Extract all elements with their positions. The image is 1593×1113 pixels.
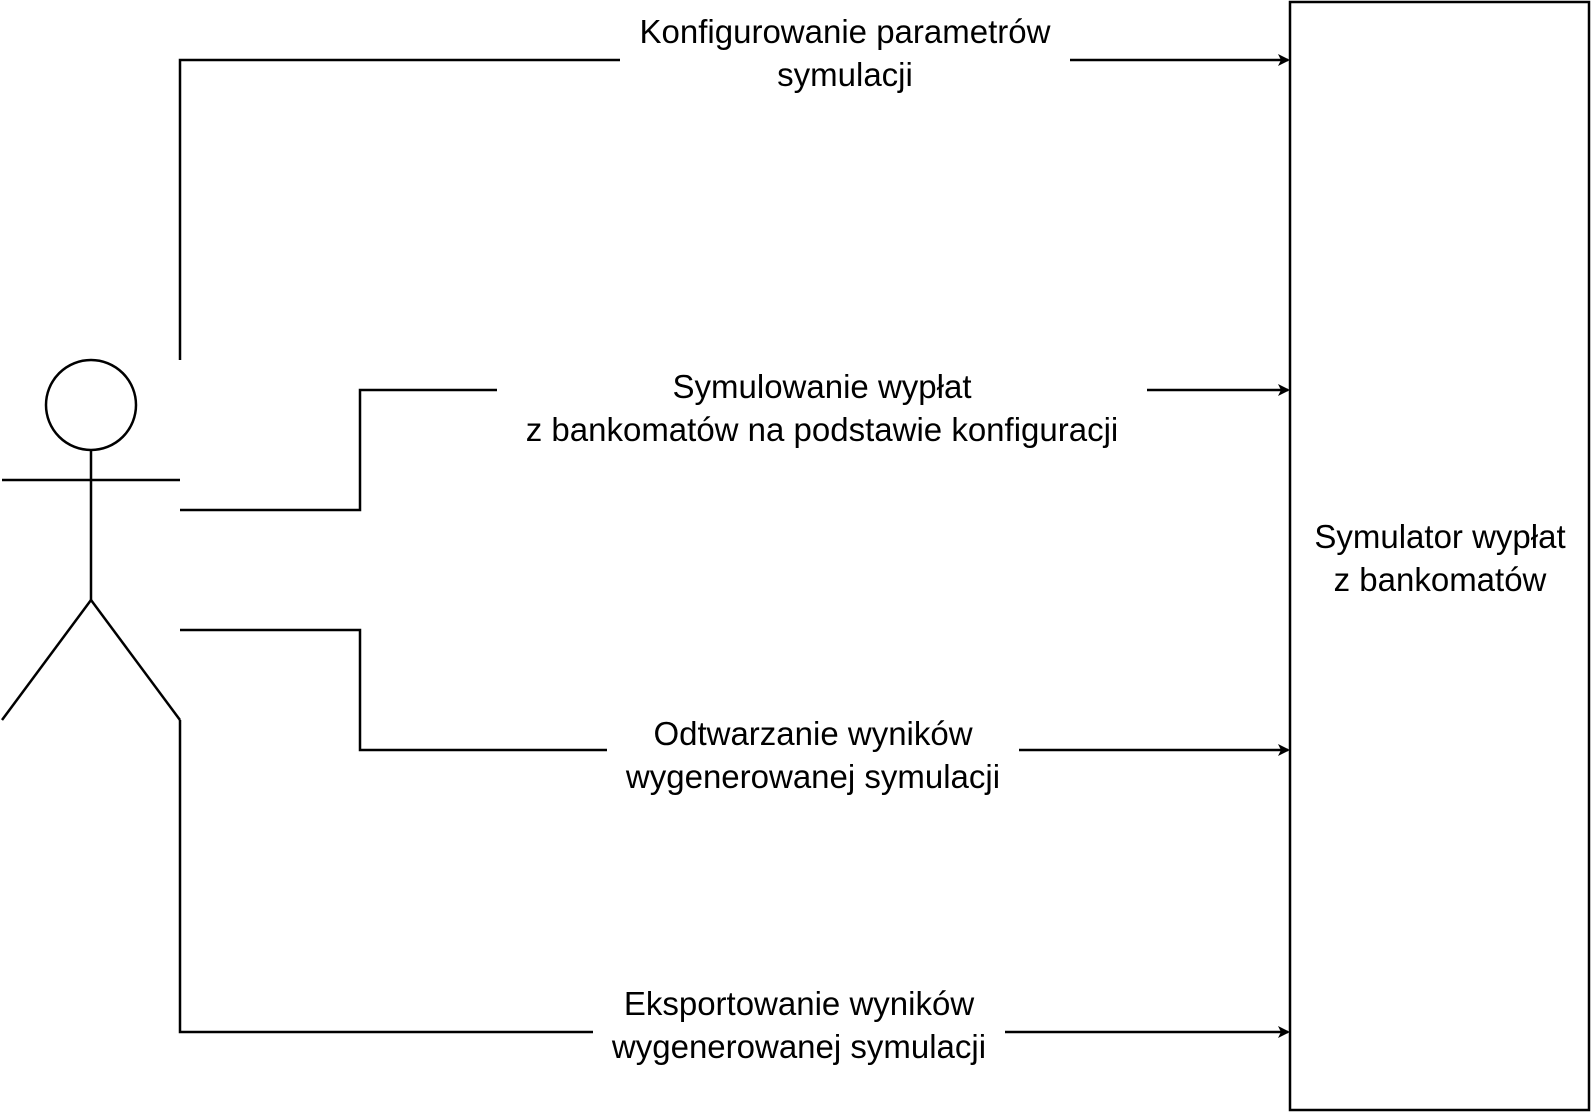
use-case-simulate-label: Symulowanie wypłat z bankomatów na podst…	[497, 365, 1147, 451]
use-case-replay-line-2: wygenerowanej symulacji	[625, 758, 1001, 795]
actor-right-leg	[89, 599, 182, 721]
system-label-line-2: z bankomatów	[1333, 561, 1547, 598]
actor-left-leg	[0, 599, 93, 721]
system-label-line-1: Symulator wypłat	[1314, 518, 1566, 555]
actor-figure	[0, 358, 182, 721]
use-case-configure-line-1: Konfigurowanie parametrów	[639, 13, 1051, 50]
use-case-export-label: Eksportowanie wyników wygenerowanej symu…	[593, 982, 1005, 1068]
connector-configure	[178, 54, 1290, 360]
use-case-replay-line-1: Odtwarzanie wyników	[653, 715, 973, 752]
use-case-configure-label: Konfigurowanie parametrów symulacji	[620, 10, 1070, 96]
use-case-export-line-1: Eksportowanie wyników	[623, 985, 975, 1022]
use-case-configure-line-2: symulacji	[777, 56, 913, 93]
use-case-simulate-line-1: Symulowanie wypłat	[672, 368, 972, 405]
system-label: Symulator wypłat z bankomatów	[1290, 515, 1590, 601]
use-case-export-line-2: wygenerowanej symulacji	[611, 1028, 987, 1065]
system-boundary	[1288, 0, 1591, 1112]
actor-head	[44, 358, 138, 452]
use-case-replay-label: Odtwarzanie wyników wygenerowanej symula…	[607, 712, 1019, 798]
use-case-simulate-line-2: z bankomatów na podstawie konfiguracji	[525, 411, 1119, 448]
